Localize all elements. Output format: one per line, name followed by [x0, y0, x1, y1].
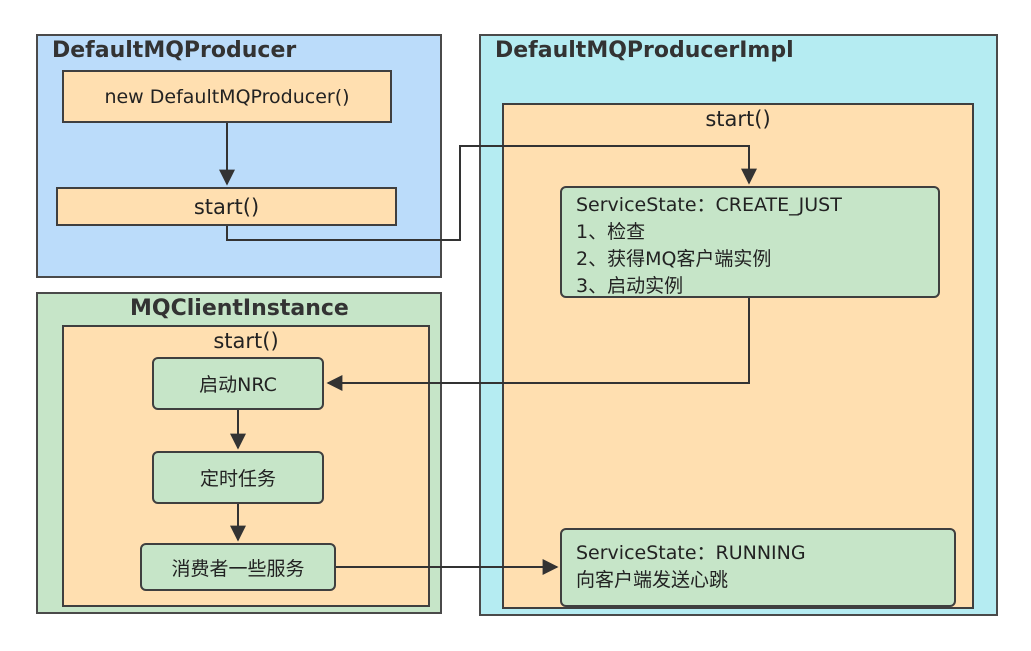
producer-constructor-label: new DefaultMQProducer()	[104, 85, 350, 108]
running-state-box[interactable]: ServiceState：RUNNING 向客户端发送心跳	[560, 528, 956, 607]
impl-panel-title: DefaultMQProducerImpl	[495, 38, 794, 63]
create-just-line-1: ServiceState：CREATE_JUST	[576, 194, 842, 216]
producer-start-label: start()	[193, 194, 260, 219]
client-step-consumer-services[interactable]: 消费者一些服务	[140, 543, 336, 591]
client-step-start-nrc-label: 启动NRC	[199, 374, 277, 396]
client-start-label: start()	[213, 329, 279, 353]
create-just-line-4: 3、启动实例	[576, 275, 684, 297]
producer-panel-title: DefaultMQProducer	[52, 38, 297, 63]
running-line-2: 向客户端发送心跳	[576, 569, 729, 591]
running-line-1: ServiceState：RUNNING	[576, 542, 806, 564]
create-just-line-2: 1、检查	[576, 221, 646, 243]
impl-start-label: start()	[705, 107, 771, 131]
client-step-start-nrc[interactable]: 启动NRC	[152, 357, 324, 410]
producer-constructor-box[interactable]: new DefaultMQProducer()	[62, 70, 392, 123]
client-panel-title: MQClientInstance	[130, 296, 349, 321]
client-step-consumer-services-label: 消费者一些服务	[171, 557, 305, 580]
client-step-scheduled-tasks[interactable]: 定时任务	[152, 451, 324, 504]
client-step-scheduled-tasks-label: 定时任务	[199, 468, 276, 490]
create-just-state-box[interactable]: ServiceState：CREATE_JUST 1、检查 2、获得MQ客户端实…	[560, 186, 940, 298]
create-just-line-3: 2、获得MQ客户端实例	[576, 248, 772, 270]
producer-start-box[interactable]: start()	[56, 187, 397, 226]
